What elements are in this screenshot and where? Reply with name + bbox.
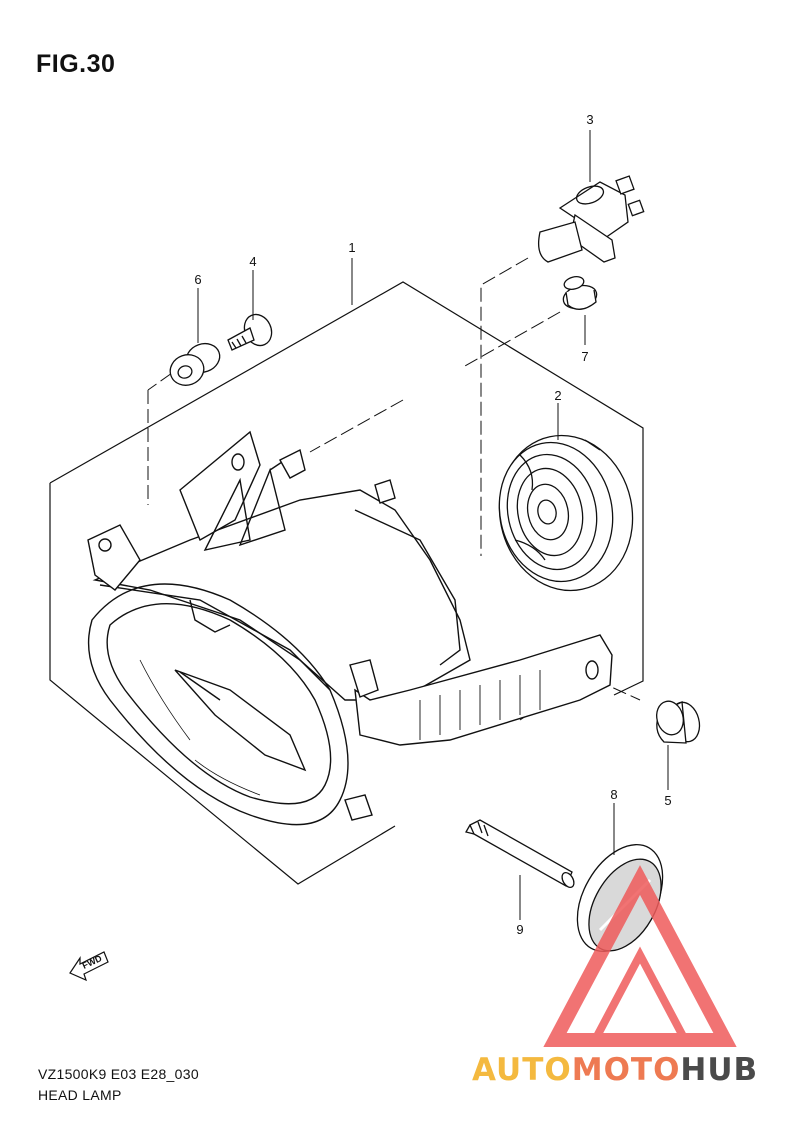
callout-7: 7: [581, 349, 588, 364]
callout-9: 9: [516, 922, 523, 937]
headlamp-housing-part: [87, 430, 613, 826]
callout-4: 4: [249, 254, 256, 269]
reflector-part: [498, 434, 634, 592]
grommet-part-6: [169, 342, 221, 386]
diagram-code: VZ1500K9 E03 E28_030: [38, 1066, 199, 1082]
callout-1: 1: [348, 240, 355, 255]
diagram-name: HEAD LAMP: [38, 1087, 122, 1103]
callout-3: 3: [586, 112, 593, 127]
callout-6: 6: [194, 272, 201, 287]
figure-title: FIG.30: [36, 50, 116, 78]
pin-part-9: [465, 819, 575, 889]
watermark-moto: MOTO: [572, 1052, 681, 1088]
callout-8: 8: [610, 787, 617, 802]
watermark-text: AUTOMOTOHUB: [472, 1052, 758, 1088]
callout-lines: [197, 130, 669, 920]
reflector-lens-part-8: [576, 843, 664, 953]
grommet-part-5: [656, 700, 701, 744]
screw-part-4: [227, 313, 273, 351]
callout-5: 5: [664, 793, 671, 808]
grommet-part-7: [562, 276, 598, 310]
forward-arrow-icon: FWD: [69, 951, 109, 982]
watermark-auto: AUTO: [472, 1052, 572, 1088]
bulb-part: [537, 175, 645, 263]
callout-2: 2: [554, 388, 561, 403]
assembly-outline: [49, 281, 644, 885]
watermark-hub: HUB: [680, 1052, 758, 1088]
watermark-logo: [543, 865, 737, 1047]
